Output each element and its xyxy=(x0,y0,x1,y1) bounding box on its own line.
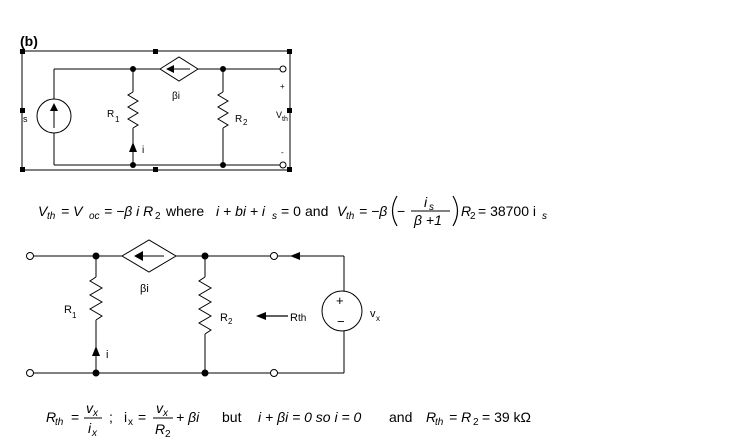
eq2-and: and xyxy=(389,409,412,425)
eq2-plus-bi: + βi xyxy=(176,409,200,425)
eq2-f1-num: v xyxy=(86,400,94,416)
eq2-f2-num: v xyxy=(156,400,164,416)
vx-sub: x xyxy=(376,314,380,323)
eq1-voc-sub: oc xyxy=(89,211,100,222)
eq2-cond: i + βi = 0 so i = 0 xyxy=(258,409,362,425)
current-source-1 xyxy=(36,98,72,134)
eq2-result: = 39 kΩ xyxy=(482,409,531,425)
part-label: (b) xyxy=(20,33,38,49)
eq2-eq: = xyxy=(71,409,79,425)
r1-sub-2: 1 xyxy=(72,311,77,320)
eq1-rhs1-sub: 2 xyxy=(155,211,161,222)
eq2-semi: ; xyxy=(109,409,113,425)
r1-label-1: R xyxy=(107,109,114,120)
eq2-f2-num-sub: x xyxy=(162,408,169,419)
current-label-1: i xyxy=(142,145,144,156)
eq1-cond: i + bi + i xyxy=(216,203,266,219)
eq1-tail-sub: 2 xyxy=(470,211,476,222)
vx-minus: − xyxy=(337,314,345,329)
r2-label-1: R xyxy=(235,114,242,125)
eq2-but: but xyxy=(222,409,242,425)
r2-sub-2: 2 xyxy=(228,317,233,326)
dependent-source-label-1: βi xyxy=(172,91,180,102)
eq1-cond-sub: s xyxy=(272,211,277,222)
eq1-result: = 38700 i xyxy=(478,203,536,219)
eq1-voc: = V xyxy=(61,203,84,219)
equation-1: V th = V oc = −β i R 2 where i + bi + i … xyxy=(38,194,547,228)
eq1-v2-rhs: = −β xyxy=(359,203,387,219)
eq1-v2: V xyxy=(337,203,348,219)
rth-label: R xyxy=(290,312,298,324)
eq2-f1-den: i xyxy=(88,420,92,436)
eq1-tail: R xyxy=(461,203,471,219)
eq1-rhs1: = −β i R xyxy=(104,203,153,219)
rth-sub: th xyxy=(298,313,306,324)
equation-2: R th = v x i x ; i x = v x R 2 + βi but … xyxy=(46,400,531,440)
vx-label: v xyxy=(370,308,376,320)
eq1-lhs: V xyxy=(38,203,49,219)
eq2-lhs-sub: th xyxy=(55,417,64,428)
left-paren xyxy=(391,195,398,227)
eq1-and: and xyxy=(305,203,328,219)
r1-label-2: R xyxy=(64,304,72,316)
circuit1-wires xyxy=(53,68,281,166)
eq2-r2-rhs: = R xyxy=(449,409,471,425)
circuit1-junctions xyxy=(130,66,226,168)
eq2-r2-rhs-sub: 2 xyxy=(473,417,479,428)
eq1-frac-num: i xyxy=(424,194,428,210)
eq1-minus-sign: − xyxy=(397,203,405,219)
circuit2-terminals xyxy=(26,252,278,377)
eq2-ix-sub: x xyxy=(128,417,133,428)
eq1-lhs-sub: th xyxy=(47,211,56,222)
r1-sub-1: 1 xyxy=(115,115,120,124)
eq1-v2-sub: th xyxy=(346,211,355,222)
minus-label-1: - xyxy=(281,148,284,157)
plus-label-1: + xyxy=(280,82,285,91)
eq2-eq2: = xyxy=(138,409,146,425)
vth-sub-1: th xyxy=(282,116,288,123)
eq1-result-sub: s xyxy=(542,211,547,222)
eq2-r2: R xyxy=(426,409,436,425)
r2-label-2: R xyxy=(220,312,228,324)
current-arrow-i-1 xyxy=(129,142,137,152)
eq2-f2-den: R xyxy=(155,421,165,437)
eq2-ix: i xyxy=(124,409,127,425)
eq2-r2-sub: th xyxy=(435,417,444,428)
dependent-source-1 xyxy=(159,56,199,82)
frame-handles xyxy=(20,49,292,172)
current-label-2: i xyxy=(106,349,108,361)
dependent-source-label-2: βi xyxy=(140,283,149,295)
eq2-lhs: R xyxy=(46,409,56,425)
voltage-source-vx: + − xyxy=(321,290,363,332)
circuit2-arrows xyxy=(92,252,300,356)
r2-sub-1: 2 xyxy=(243,118,248,127)
right-paren xyxy=(452,195,459,227)
eq2-f2-den-sub: 2 xyxy=(165,429,171,440)
eq1-where: where xyxy=(165,203,204,219)
eq1-frac-num-sub: s xyxy=(429,202,434,213)
eq1-cond-end: = 0 xyxy=(281,203,301,219)
circuit2-junctions xyxy=(92,252,209,377)
eq2-f1-num-sub: x xyxy=(92,408,99,419)
vx-plus: + xyxy=(336,293,344,308)
circuit1-terminals xyxy=(279,65,287,169)
source-label-1: s xyxy=(23,114,28,124)
vth-label-1: V xyxy=(276,110,282,120)
dependent-source-2 xyxy=(121,239,177,273)
eq1-frac-den: β +1 xyxy=(413,212,442,228)
eq2-f1-den-sub: x xyxy=(91,428,98,439)
